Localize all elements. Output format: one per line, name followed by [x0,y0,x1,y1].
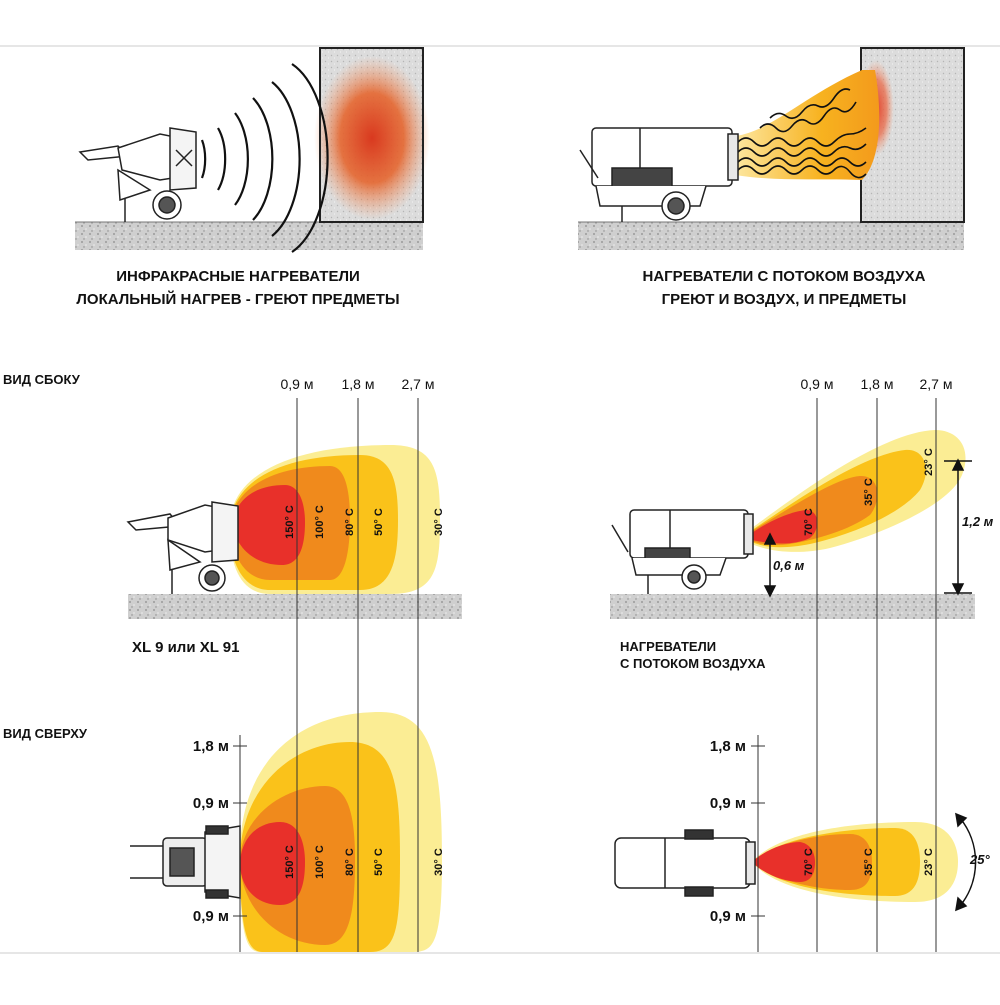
distance-label-right-2: 1,8 м [861,376,894,392]
side-temp-50: 50° C [373,508,385,536]
distance-label-right-1: 0,9 м [801,376,834,392]
infrared-scene [75,47,430,253]
zone-150c [232,485,305,565]
side-temp-70: 70° C [803,508,815,536]
top-temp-80: 80° C [344,848,356,876]
infrared-wave-arcs [200,63,329,253]
infrared-heater-top-icon [130,825,241,899]
top-view-axis-right [751,735,765,952]
top-temp-100: 100° C [314,845,326,879]
side-temp-80: 80° C [344,508,356,536]
floor [610,594,975,619]
side-temp-100: 100° C [314,505,326,539]
warm-airflow-plume [735,70,880,180]
infrared-model-label: XL 9 или XL 91 [132,639,239,656]
airflow-label-line-2: С ПОТОКОМ ВОЗДУХА [620,656,766,671]
height-dimension-1-2 [944,458,972,596]
height-label-outlet: 0,6 м [773,558,805,573]
side-temp-150: 150° C [284,505,296,539]
distance-label-right-3: 2,7 м [920,376,953,392]
airflow-label-line-1: НАГРЕВАТЕЛИ [620,639,716,654]
height-label-far: 1,2 м [962,514,994,529]
infrared-heater-icon [78,127,197,222]
top-temp-150: 150° C [284,845,296,879]
top-view-tick-right-3: 0,9 м [710,908,746,925]
top-view-tick-left-3: 0,9 м [193,908,229,925]
spread-angle-label: 25° [969,852,990,867]
top-temp-35: 35° C [863,848,875,876]
airflow-top-view: 25° [614,812,990,912]
top-temp-50: 50° C [373,848,385,876]
distance-label-left-3: 2,7 м [402,376,435,392]
side-temp-23: 23° C [923,448,935,476]
airflow-heater-side-icon [611,509,754,594]
infrared-side-view [126,445,462,619]
distance-gridlines-right [816,398,937,952]
top-view-tick-left-1: 1,8 м [193,738,229,755]
floor [128,594,462,619]
infrared-caption-line-1: ИНФРАКРАСНЫЕ НАГРЕВАТЕЛИ [116,268,360,285]
side-view-label: ВИД СБОКУ [3,372,81,387]
airflow-side-view: 0,6 м 1,2 м [610,430,994,619]
spread-angle-arc [955,812,977,912]
wall-heat-spot [314,56,430,220]
top-temp-70: 70° C [803,848,815,876]
airflow-caption-line-2: ГРЕЮТ И ВОЗДУХ, И ПРЕДМЕТЫ [662,291,907,308]
zone-150c [240,822,305,905]
airflow-caption-line-1: НАГРЕВАТЕЛИ С ПОТОКОМ ВОЗДУХА [643,268,926,285]
side-temp-30: 30° C [433,508,445,536]
top-temp-30: 30° C [433,848,445,876]
infrared-caption-line-2: ЛОКАЛЬНЫЙ НАГРЕВ - ГРЕЮТ ПРЕДМЕТЫ [76,290,399,308]
zone-70c [752,842,815,882]
distance-label-left-2: 1,8 м [342,376,375,392]
floor [578,222,964,250]
infrared-top-view [130,712,442,952]
airflow-scene [578,47,965,250]
airflow-heater-top-icon [614,829,756,897]
top-view-axis-left [233,735,247,952]
distance-label-left-1: 0,9 м [281,376,314,392]
top-view-label: ВИД СВЕРХУ [3,726,88,741]
infrared-heater-side-icon [126,501,239,594]
top-temp-23: 23° C [923,848,935,876]
side-temp-35: 35° C [863,478,875,506]
top-view-tick-right-1: 1,8 м [710,738,746,755]
floor [75,222,423,250]
top-view-tick-left-2: 0,9 м [193,795,229,812]
airflow-wave-lines [737,88,867,179]
zone-70c [752,510,818,544]
distance-gridlines-left [296,398,419,952]
top-view-tick-right-2: 0,9 м [710,795,746,812]
height-dimension-0-6 [763,532,777,598]
airflow-heater-icon [579,127,739,222]
